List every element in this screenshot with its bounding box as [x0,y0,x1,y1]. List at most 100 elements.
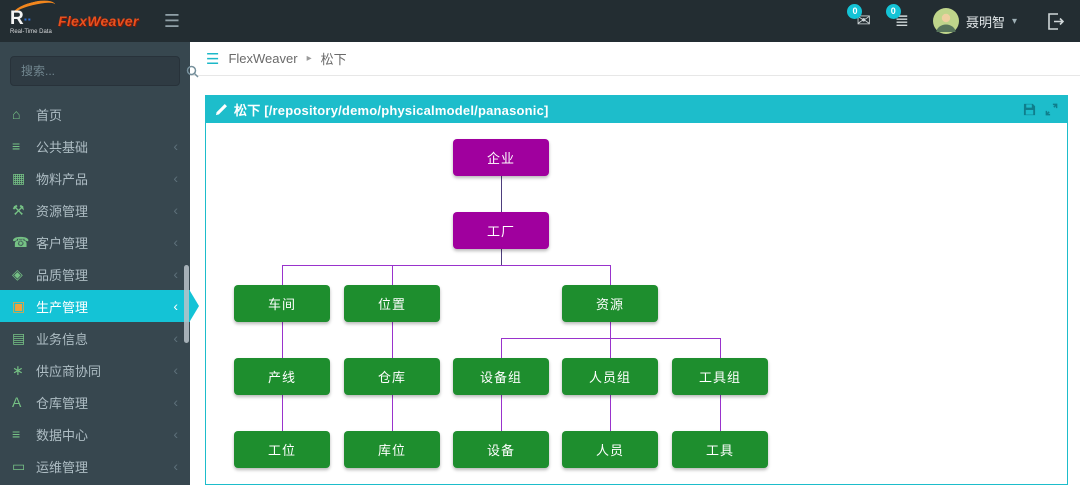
chevron-left-icon: ‹ [173,426,178,442]
navbar-right: ✉ 0 ≣ 0 聂明智 ▾ [847,4,1064,34]
tree-node-factory[interactable]: 工厂 [453,212,549,249]
panel-title: 松下 [/repository/demo/physicalmodel/panas… [234,102,549,118]
tree-connector [501,249,502,265]
tree-node-workstation[interactable]: 工位 [234,431,330,468]
tree-connector [282,265,611,266]
briefcase-icon: ▤ [12,329,26,346]
tree-connector [501,338,721,339]
tree-connector [392,265,393,285]
model-panel: 松下 [/repository/demo/physicalmodel/panas… [205,95,1068,485]
breadcrumb-menu-icon[interactable]: ☰ [206,50,220,68]
sidebar-item-label: 数据中心 [36,427,89,443]
logo-subtext: Real-Time Data [10,29,52,35]
tree-connector [282,265,283,285]
breadcrumb-root[interactable]: FlexWeaver [228,51,298,66]
tree-connector [610,265,611,285]
tree-node-equipment-group[interactable]: 设备组 [453,358,549,395]
tree-connector [392,322,393,358]
top-navbar: R ▪▪ Real-Time Data FlexWeaver ☰ ✉ 0 ≣ 0… [0,0,1080,42]
sidebar-item-home[interactable]: ⌂ 首页 [0,98,190,130]
logo-brand-name: FlexWeaver [58,13,139,29]
tree-connector [610,338,611,358]
tree-node-tool[interactable]: 工具 [672,431,768,468]
tasks-badge: 0 [885,4,901,19]
font-icon: A [12,394,22,410]
sidebar-item-quality-mgmt[interactable]: ◈ 品质管理 ‹ [0,258,190,290]
sidebar-item-warehouse-mgmt[interactable]: A 仓库管理 ‹ [0,386,190,418]
breadcrumb-separator-icon: ▸ [306,53,312,64]
physical-model-tree: 企业工厂车间位置 资源产线仓库设备组人员组工具组工位库位设备人员工具 [206,123,1067,484]
logout-button[interactable] [1047,12,1064,30]
tree-connector [282,395,283,431]
tree-connector [720,395,721,431]
chevron-left-icon: ‹ [173,394,178,410]
main-content: ☰ FlexWeaver ▸ 松下 松下 [/repository/demo/p… [190,42,1080,485]
sidebar-item-resource-mgmt[interactable]: ⚒ 资源管理 ‹ [0,194,190,226]
tree-node-workshop[interactable]: 车间 [234,285,330,322]
sidebar-item-label: 业务信息 [36,331,89,347]
home-icon: ⌂ [12,106,21,122]
sidebar-item-label: 客户管理 [36,235,89,251]
user-menu[interactable]: 聂明智 ▾ [932,8,1017,34]
grid-icon: ▦ [12,169,26,186]
logout-icon [1048,12,1064,30]
tree-connector [501,338,502,358]
tree-node-personnel[interactable]: 人员 [562,431,658,468]
chevron-down-icon: ▾ [1011,15,1017,27]
app-logo[interactable]: R ▪▪ Real-Time Data FlexWeaver [0,0,148,42]
sidebar-item-label: 资源管理 [36,203,89,219]
user-name: 聂明智 [965,14,1005,30]
sidebar-menu: ⌂ 首页 ≡ 公共基础 ‹ ▦ 物料产品 ‹ ⚒ 资源管理 ‹ ☎ 客户管理 ‹… [0,98,190,482]
tree-connector [610,322,611,338]
tree-connector [610,395,611,431]
chevron-left-icon: ‹ [173,266,178,282]
tasks-button[interactable]: ≣ 0 [885,4,909,31]
sidebar-scrollbar[interactable] [184,265,189,343]
tree-node-storage-bin[interactable]: 库位 [344,431,440,468]
sidebar-item-ops-mgmt[interactable]: ▭ 运维管理 ‹ [0,450,190,482]
breadcrumb: ☰ FlexWeaver ▸ 松下 [190,42,1080,76]
tree-connector [501,395,502,431]
sidebar-item-public-base[interactable]: ≡ 公共基础 ‹ [0,130,190,162]
search-input[interactable] [11,64,186,78]
tree-node-production-line[interactable]: 产线 [234,358,330,395]
tree-node-personnel-group[interactable]: 人员组 [562,358,658,395]
expand-icon[interactable] [1045,103,1058,116]
sidebar-item-customer-mgmt[interactable]: ☎ 客户管理 ‹ [0,226,190,258]
tree-node-warehouse[interactable]: 仓库 [344,358,440,395]
logo-letter: R [10,8,24,29]
tree-node-location[interactable]: 位置 [344,285,440,322]
tree-node-equipment[interactable]: 设备 [453,431,549,468]
sidebar-item-supplier-collab[interactable]: ∗ 供应商协同 ‹ [0,354,190,386]
sidebar-item-material-product[interactable]: ▦ 物料产品 ‹ [0,162,190,194]
tree-node-enterprise[interactable]: 企业 [453,139,549,176]
logo-blocks: ▪▪ [24,15,32,24]
folder-icon: ▭ [12,457,26,474]
search-icon[interactable] [186,57,199,85]
phone-icon: ☎ [12,233,30,250]
messages-button[interactable]: ✉ 0 [847,4,871,31]
bars-icon: ≡ [12,138,21,154]
chevron-left-icon: ‹ [173,330,178,346]
tree-node-resource[interactable]: 资源 [562,285,658,322]
sidebar-item-label: 品质管理 [36,267,89,283]
save-icon[interactable] [1023,103,1036,116]
sidebar-item-label: 供应商协同 [36,363,102,379]
chevron-left-icon: ‹ [173,138,178,154]
wrench-icon: ⚒ [12,201,25,218]
panel-header: 松下 [/repository/demo/physicalmodel/panas… [205,95,1068,123]
tree-node-tool-group[interactable]: 工具组 [672,358,768,395]
bars-icon: ≡ [12,426,21,442]
asterisk-icon: ∗ [12,361,24,378]
sidebar-item-label: 公共基础 [36,139,89,155]
sidebar-item-label: 运维管理 [36,459,89,475]
tree-connector [282,322,283,358]
chevron-left-icon: ‹ [173,298,178,314]
edit-icon [215,103,227,115]
sidebar-item-production-mgmt[interactable]: ▣ 生产管理 ‹ [0,290,190,322]
chevron-left-icon: ‹ [173,458,178,474]
sidebar-item-business-info[interactable]: ▤ 业务信息 ‹ [0,322,190,354]
tree-connector [392,395,393,431]
navbar-hamburger-icon[interactable]: ☰ [163,10,181,31]
sidebar-item-data-center[interactable]: ≡ 数据中心 ‹ [0,418,190,450]
